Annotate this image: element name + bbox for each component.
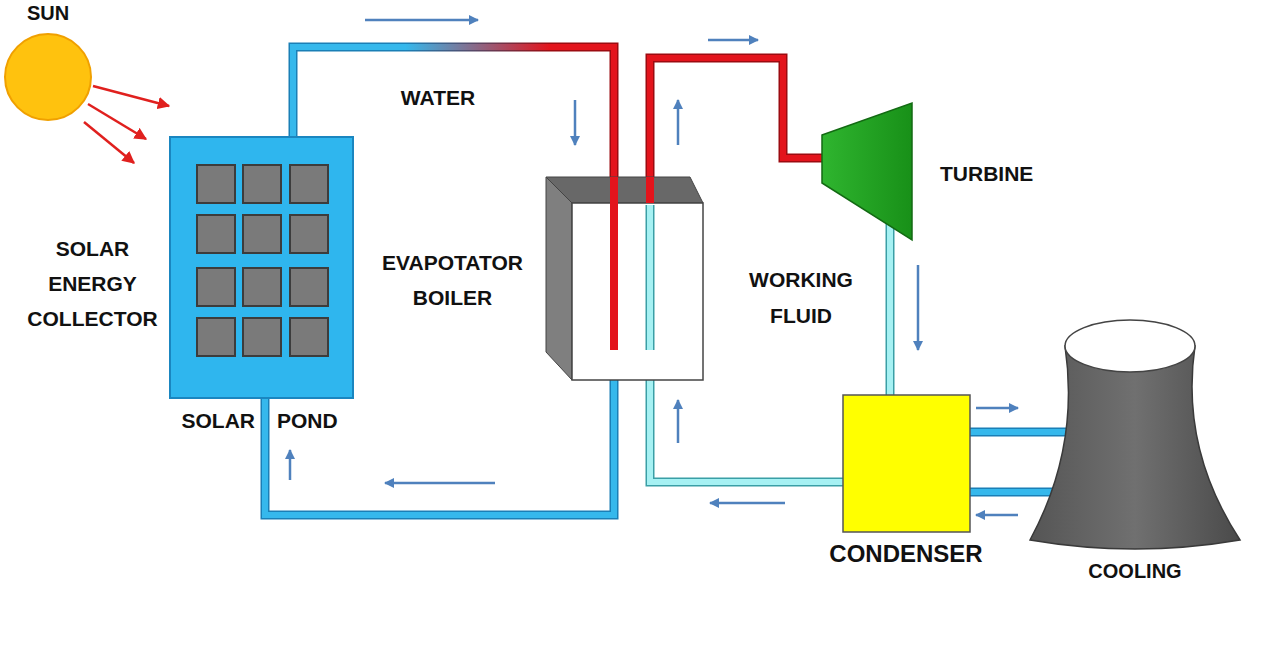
solar-collector-shape — [170, 137, 353, 398]
pipe-outline — [650, 380, 843, 482]
node-label: SOLAR — [170, 407, 255, 435]
boiler-side — [546, 177, 572, 380]
node-label: TURBINE — [940, 160, 1070, 188]
flow-arrow — [708, 39, 758, 42]
sun-ray — [93, 86, 169, 106]
pipe-outline — [265, 380, 614, 515]
flow-arrow — [677, 400, 680, 443]
flow-arrow — [976, 514, 1018, 517]
return-water-pipe — [265, 380, 614, 515]
sun-disc — [5, 34, 91, 120]
pipe-outline — [650, 58, 822, 177]
collector-cell — [243, 318, 281, 356]
pipe-outline — [886, 240, 895, 395]
turbine-shape — [822, 103, 912, 240]
exhaust-pipe — [887, 240, 893, 395]
vapour-pipe — [650, 58, 822, 177]
cooling-water-pipe — [970, 489, 1030, 495]
collector-cell — [197, 318, 235, 356]
turbine-body — [822, 103, 912, 240]
turbine: TURBINE — [822, 103, 912, 240]
collector-cell — [290, 215, 328, 253]
boiler-front — [572, 203, 703, 380]
cooling-tower-shape — [1030, 318, 1242, 548]
collector-cell — [243, 268, 281, 306]
sun: SUN — [3, 0, 93, 122]
cooling-tower: COOLING — [1030, 318, 1242, 548]
pipe — [647, 205, 653, 350]
fluid-label: WATER — [380, 80, 496, 116]
condensate-pipe — [650, 380, 843, 482]
collector-cell — [290, 318, 328, 356]
flow-arrow — [574, 100, 577, 145]
solar-collector: SOLAR ENERGY COLLECTORSOLARPOND — [170, 137, 353, 398]
flow-arrow — [917, 265, 920, 350]
flow-arrow — [976, 407, 1018, 410]
fluid-label: WORKING FLUID — [736, 262, 866, 334]
flow-arrow — [289, 450, 292, 480]
collector-panel — [170, 137, 353, 398]
evaporator-boiler-shape — [546, 177, 703, 380]
pipe-outline — [970, 428, 1030, 437]
tower-body — [1030, 346, 1240, 549]
node-label: EVAPOTATOR BOILER — [370, 245, 535, 315]
collector-cell — [197, 165, 235, 203]
sun-ray — [84, 122, 134, 163]
tower-top — [1065, 320, 1195, 372]
pipe-outline — [646, 205, 655, 350]
collector-cell — [290, 165, 328, 203]
condenser: CONDENSER — [843, 395, 970, 532]
cooling-water-pipe — [970, 429, 1030, 435]
node-label: COOLING — [1035, 558, 1235, 584]
collector-cell — [290, 268, 328, 306]
heating-coil — [610, 177, 618, 350]
boiler-top — [546, 177, 703, 203]
evaporator-boiler: EVAPOTATOR BOILER — [546, 177, 703, 380]
flow-arrow — [677, 100, 680, 145]
node-label: SOLAR ENERGY COLLECTOR — [20, 231, 165, 336]
flow-arrow — [710, 502, 785, 505]
collector-cell — [197, 215, 235, 253]
node-label: CONDENSER — [806, 539, 1006, 569]
node-label: POND — [277, 407, 353, 435]
condenser-box — [843, 395, 970, 532]
vapour-pipe-stub — [646, 177, 654, 203]
flow-arrow — [385, 482, 495, 485]
collector-cell — [197, 268, 235, 306]
collector-cell — [243, 165, 281, 203]
collector-cell — [243, 215, 281, 253]
node-label: SUN — [3, 0, 93, 26]
condenser-shape — [843, 395, 970, 532]
flow-arrow — [365, 19, 478, 22]
pipe-outline — [970, 488, 1030, 497]
